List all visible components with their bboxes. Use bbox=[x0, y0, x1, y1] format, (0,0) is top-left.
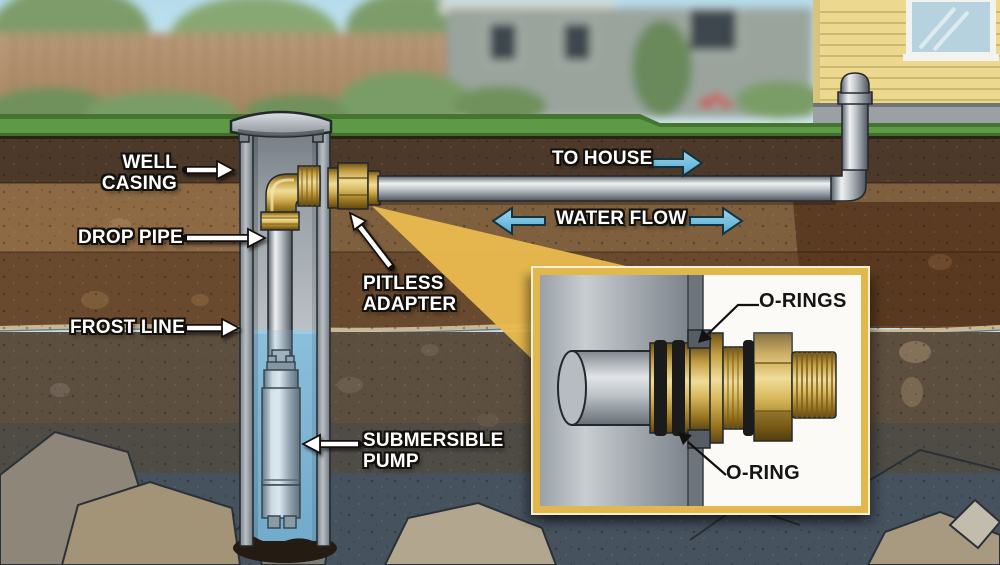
o-ring-label: O-RING bbox=[726, 462, 801, 484]
flowers bbox=[699, 93, 733, 108]
to-house-arrow-icon bbox=[649, 148, 704, 178]
submersible-pump bbox=[261, 349, 301, 529]
pitless-adapter bbox=[327, 162, 381, 210]
well-casing-label: WELL CASING bbox=[78, 152, 177, 194]
pitless-adapter-arrow-icon bbox=[348, 211, 395, 271]
house-corner-trim bbox=[813, 0, 820, 106]
water-flow-right-arrow-icon bbox=[689, 206, 744, 236]
flow-arrows bbox=[491, 148, 744, 236]
o-rings-leader-arrow-icon bbox=[698, 303, 759, 343]
pitless-adapter-label-line1: PITLESS bbox=[363, 273, 444, 294]
house bbox=[813, 0, 1000, 131]
service-pipe bbox=[377, 175, 837, 205]
frost-line-arrow-icon bbox=[182, 317, 241, 339]
inset-artwork bbox=[540, 275, 861, 506]
callout-arrows bbox=[182, 159, 395, 455]
well-casing-label-line2: CASING bbox=[101, 173, 177, 194]
blurred-backyard bbox=[0, 0, 824, 133]
submersible-pump-arrow-icon bbox=[301, 433, 362, 455]
boulder bbox=[383, 501, 558, 565]
to-house-label: TO HOUSE bbox=[552, 148, 653, 169]
pitless-adapter-label: PITLESS ADAPTER bbox=[363, 273, 456, 315]
o-ring-leader-arrow-icon bbox=[678, 432, 727, 476]
drop-pipe bbox=[267, 225, 293, 357]
drop-pipe-arrow-icon bbox=[182, 227, 267, 249]
pitless-adapter-inset: O-RINGS O-RING bbox=[531, 266, 870, 515]
frost-line-label: FROST LINE bbox=[70, 317, 185, 338]
house-window bbox=[903, 0, 999, 61]
riser-pipe bbox=[830, 72, 873, 202]
water-flow-left-arrow-icon bbox=[491, 206, 546, 236]
pitless-adapter-label-line2: ADAPTER bbox=[363, 294, 457, 315]
submersible-pump-label-line2: PUMP bbox=[363, 451, 419, 472]
o-rings-label: O-RINGS bbox=[759, 290, 847, 312]
boulder bbox=[60, 480, 242, 565]
submersible-pump-label-line1: SUBMERSIBLE bbox=[363, 430, 504, 451]
inset-o-rings bbox=[654, 340, 754, 436]
water-flow-label: WATER FLOW bbox=[556, 208, 687, 229]
well-casing-label-line1: WELL bbox=[122, 152, 177, 173]
submersible-pump-label: SUBMERSIBLE PUMP bbox=[363, 430, 504, 472]
boulder bbox=[948, 498, 1000, 550]
well-casing-arrow-icon bbox=[182, 159, 236, 181]
brass-elbow bbox=[260, 165, 321, 231]
drop-pipe-label: DROP PIPE bbox=[78, 227, 183, 248]
well-cap bbox=[229, 110, 333, 143]
